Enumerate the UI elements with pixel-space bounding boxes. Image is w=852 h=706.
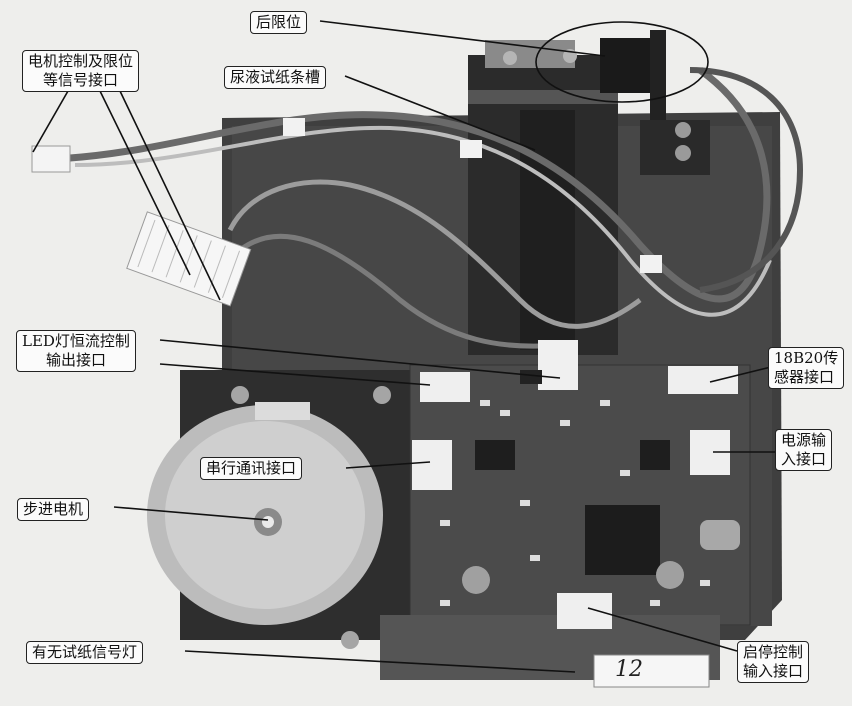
label-stepper-motor: 步进电机 [17, 498, 90, 521]
smd-part [650, 600, 660, 606]
label-power-input: 电源输 入接口 [775, 429, 833, 471]
label-sensor-interface: 18B20传 感器接口 [768, 347, 845, 389]
screw [341, 631, 359, 649]
strip-slot-lip [468, 90, 618, 104]
pcb-chip [640, 440, 670, 470]
smd-part [560, 420, 570, 426]
label-text: 后限位 [256, 13, 302, 31]
label-start-stop-input: 启停控制 输入接口 [737, 641, 810, 683]
label-text: 步进电机 [23, 500, 84, 518]
label-text-line-2: 等信号接口 [43, 71, 119, 89]
smd-part [700, 580, 710, 586]
label-led-driver-output: LED灯恒流控制 输出接口 [16, 330, 136, 372]
screw [373, 386, 391, 404]
start-stop-connector [557, 593, 612, 629]
label-text: 串行通讯接口 [206, 459, 297, 477]
wire-harness [74, 125, 772, 317]
led-connector [420, 372, 470, 402]
label-urine-strip-slot: 尿液试纸条槽 [224, 66, 327, 89]
motor-tab [255, 402, 310, 420]
crystal [700, 520, 740, 550]
label-text: 有无试纸信号灯 [32, 643, 138, 661]
motor-shaft-core [262, 516, 274, 528]
sensor-connector [668, 366, 738, 394]
label-text-line-1: 电源输 [781, 431, 827, 449]
label-text-line-1: 电机控制及限位 [28, 52, 134, 70]
control-pcb [409, 364, 751, 626]
label-text: 尿液试纸条槽 [230, 68, 321, 86]
label-text-line-2: 输入接口 [743, 662, 804, 680]
pcb-screw [462, 566, 490, 594]
strip-slot-inner [520, 110, 575, 350]
wire-harness [227, 179, 642, 329]
tape-label-background [593, 654, 710, 688]
smd-part [480, 400, 490, 406]
label-text-line-2: 感器接口 [774, 368, 835, 386]
smd-part [500, 410, 510, 416]
power-connector [690, 430, 730, 475]
wire-harness [689, 67, 804, 293]
screw [231, 386, 249, 404]
smd-part [440, 520, 450, 526]
pcb-chip [520, 370, 542, 384]
label-text-line-2: 入接口 [781, 450, 827, 468]
screw [675, 122, 691, 138]
label-motor-signal-interface: 电机控制及限位 等信号接口 [22, 50, 140, 92]
small-connector [31, 145, 71, 173]
screw [563, 49, 577, 63]
label-text-line-1: LED灯恒流控制 [22, 332, 130, 350]
label-text-line-1: 启停控制 [743, 643, 804, 661]
rear-limit-bracket [485, 40, 575, 68]
label-text-line-2: 输出接口 [45, 351, 106, 369]
smd-part [600, 400, 610, 406]
pcb-chip [475, 440, 515, 470]
label-strip-presence-light: 有无试纸信号灯 [26, 641, 144, 664]
smd-part [440, 600, 450, 606]
limit-mount [640, 120, 710, 175]
pcb-top-connector [538, 340, 578, 390]
label-text-line-1: 18B20传 [774, 349, 839, 367]
wire-harness [69, 67, 771, 303]
cable-tie [460, 140, 482, 158]
label-serial-port: 串行通讯接口 [200, 457, 303, 480]
screw [675, 145, 691, 161]
cable-tie [640, 255, 662, 273]
mcu-chip [585, 505, 660, 575]
serial-connector [412, 440, 452, 490]
smd-part [520, 500, 530, 506]
screw [503, 51, 517, 65]
cable-tie [283, 118, 305, 136]
label-rear-limit: 后限位 [250, 11, 308, 34]
tape-label-number: 12 [615, 657, 643, 682]
limit-switch [600, 38, 650, 93]
smd-part [620, 470, 630, 476]
pcb-screw [656, 561, 684, 589]
smd-part [530, 555, 540, 561]
